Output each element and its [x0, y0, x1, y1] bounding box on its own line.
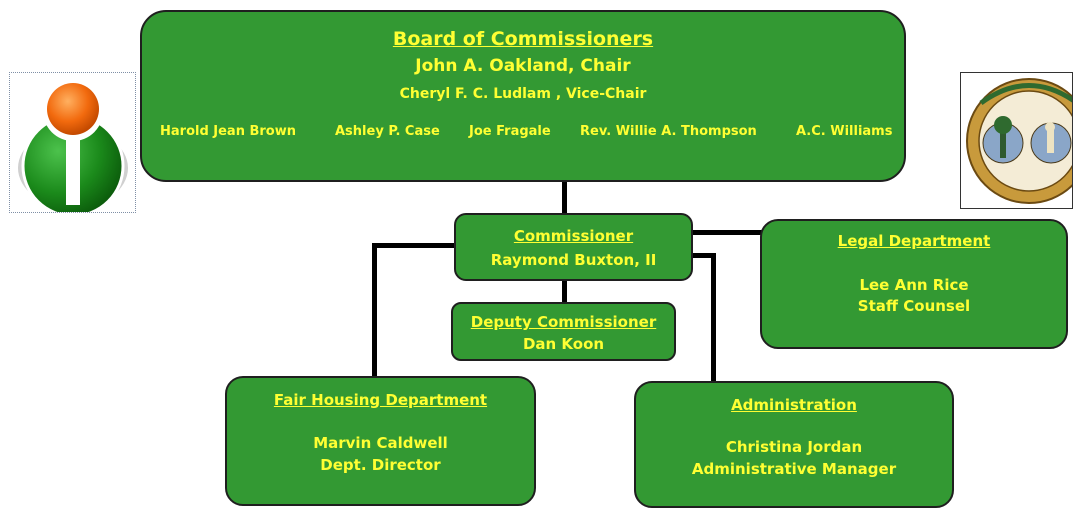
- board-title: Board of Commissioners: [392, 28, 654, 50]
- administration-box: Administration Christina Jordan Administ…: [634, 381, 954, 508]
- deputy-title: Deputy Commissioner: [470, 313, 657, 331]
- board-vice-chair: Cheryl F. C. Ludlam , Vice-Chair: [399, 86, 647, 102]
- deputy-name: Dan Koon: [522, 335, 605, 353]
- commissioner-title: Commissioner: [513, 227, 634, 245]
- legal-department-box: Legal Department Lee Ann Rice Staff Coun…: [760, 219, 1068, 349]
- human-affairs-logo-icon: [9, 72, 136, 213]
- fair-housing-role: Dept. Director: [320, 456, 441, 474]
- connector-commissioner-legal: [692, 230, 762, 235]
- administration-name: Christina Jordan: [725, 438, 863, 456]
- fair-housing-title: Fair Housing Department: [273, 391, 488, 409]
- connector-admin-vertical: [711, 253, 716, 383]
- legal-name: Lee Ann Rice: [859, 276, 969, 294]
- legal-role: Staff Counsel: [857, 297, 971, 315]
- commissioner-name: Raymond Buxton, II: [490, 251, 657, 269]
- connector-admin-horizontal: [692, 253, 716, 258]
- state-seal-icon: [960, 72, 1073, 209]
- connector-fairhousing-vertical: [372, 243, 377, 378]
- board-member: Ashley P. Case: [335, 124, 440, 139]
- fair-housing-department-box: Fair Housing Department Marvin Caldwell …: [225, 376, 536, 506]
- board-member: Harold Jean Brown: [160, 124, 297, 139]
- connector-fairhousing-horizontal: [372, 243, 456, 248]
- board-member: A.C. Williams: [796, 124, 893, 139]
- administration-title: Administration: [731, 396, 857, 414]
- board-of-commissioners-box: Board of Commissioners John A. Oakland, …: [140, 10, 906, 182]
- board-member: Joe Fragale: [469, 124, 551, 139]
- connector-board-commissioner: [562, 181, 567, 215]
- deputy-commissioner-box: Deputy Commissioner Dan Koon: [451, 302, 676, 361]
- fair-housing-name: Marvin Caldwell: [313, 434, 448, 452]
- commissioner-box: Commissioner Raymond Buxton, II: [454, 213, 693, 281]
- board-chair: John A. Oakland, Chair: [415, 56, 631, 76]
- legal-title: Legal Department: [837, 232, 991, 250]
- board-member: Rev. Willie A. Thompson: [580, 124, 757, 139]
- administration-role: Administrative Manager: [691, 460, 897, 478]
- connector-commissioner-deputy: [562, 280, 567, 304]
